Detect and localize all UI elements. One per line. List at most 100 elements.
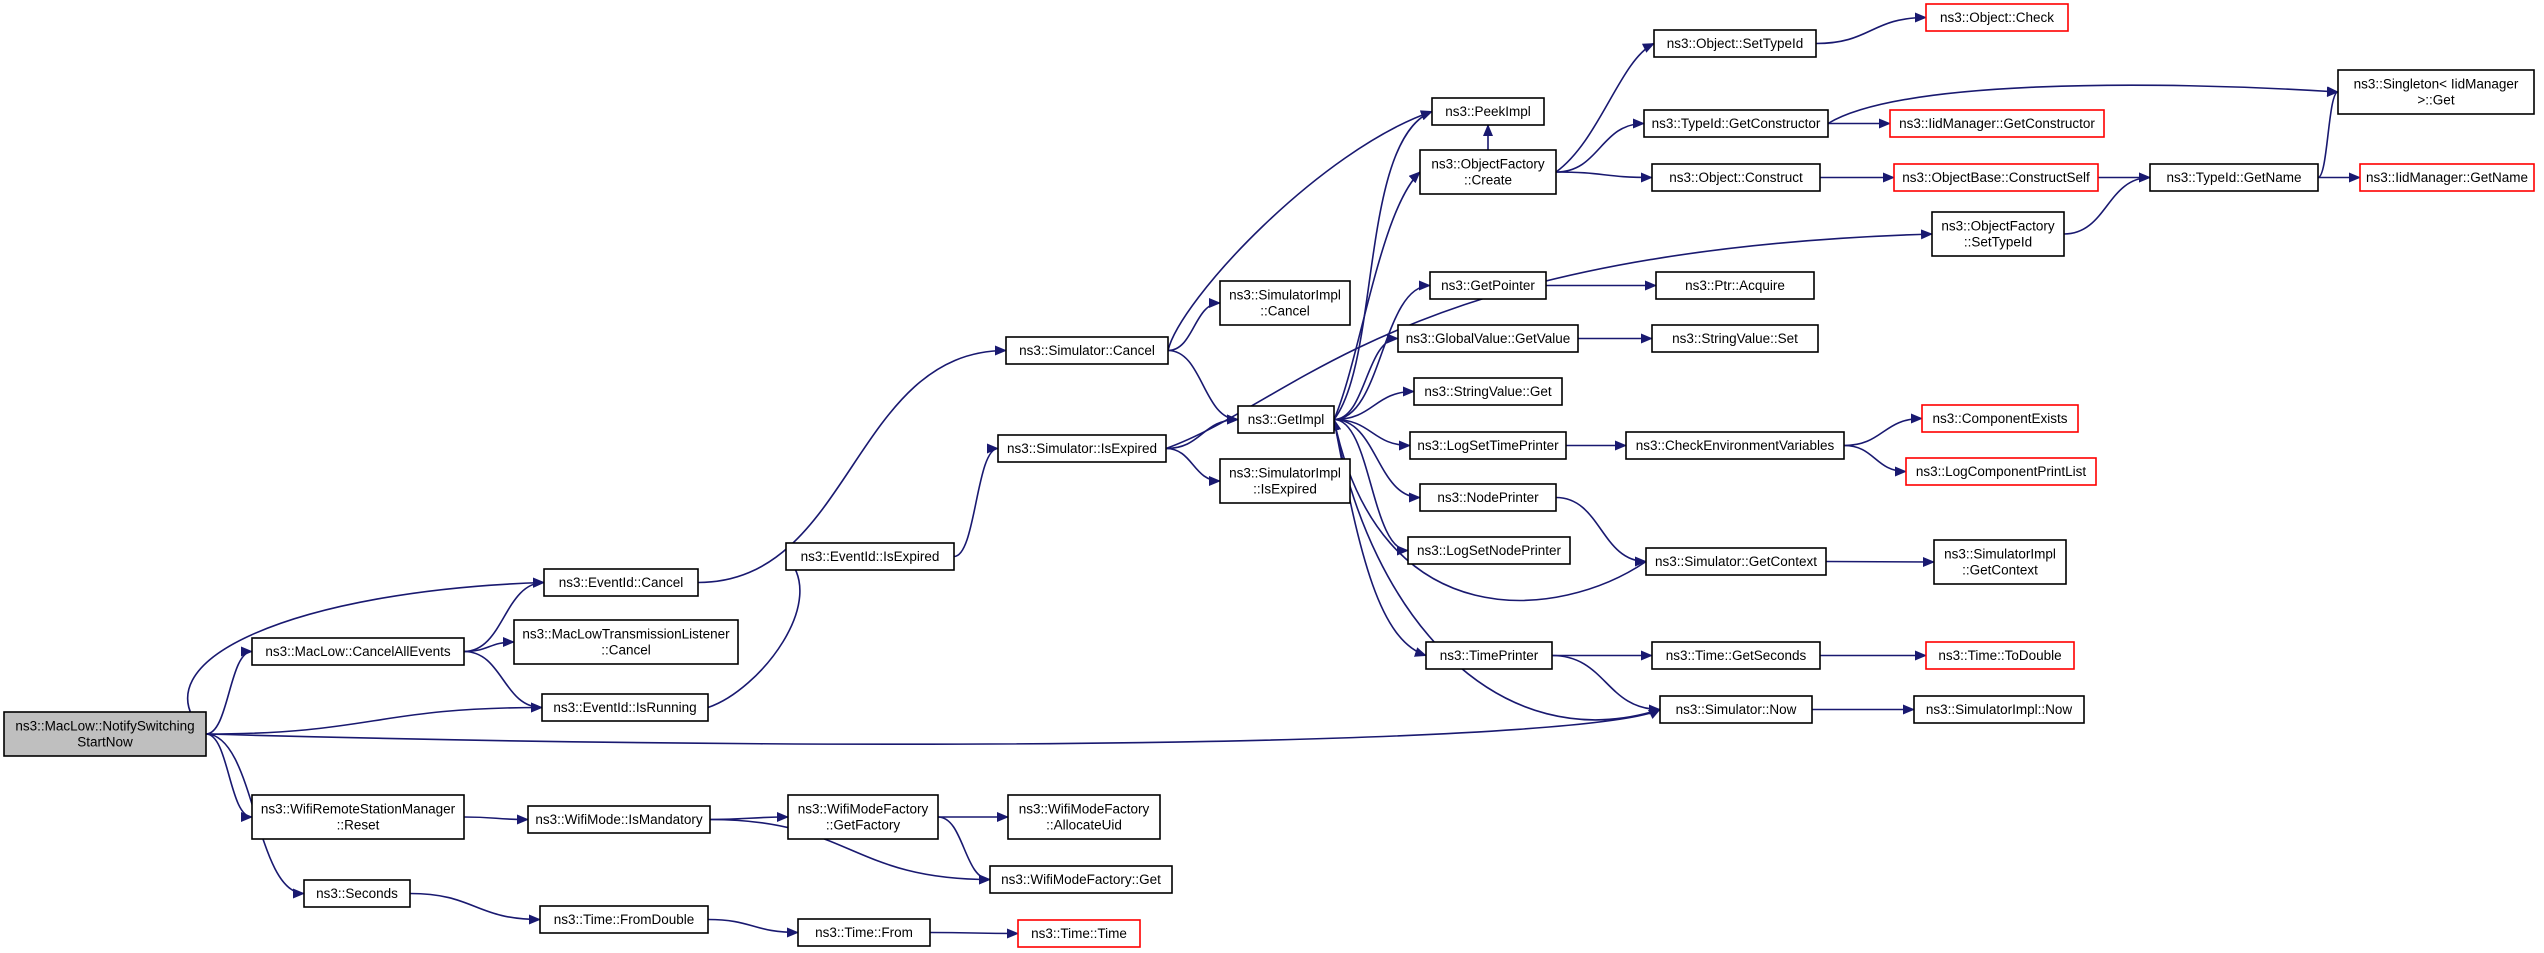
node-box[interactable] [1219, 280, 1351, 326]
node-box[interactable] [1007, 794, 1161, 840]
node-iidGetCtor[interactable]: ns3::IidManager::GetConstructor [1889, 109, 2105, 138]
node-box[interactable] [1651, 324, 1819, 353]
node-box[interactable] [1643, 109, 1829, 138]
node-box[interactable] [1219, 458, 1351, 504]
node-objConstruct[interactable]: ns3::Object::Construct [1651, 163, 1821, 192]
node-box[interactable] [787, 794, 939, 840]
node-objCheck[interactable]: ns3::Object::Check [1925, 3, 2069, 32]
node-box[interactable] [797, 918, 931, 947]
node-box[interactable] [785, 542, 955, 571]
node-box[interactable] [527, 805, 711, 834]
node-box[interactable] [539, 905, 709, 934]
node-timeFrom[interactable]: ns3::Time::From [797, 918, 931, 947]
node-implCancel[interactable]: ns3::SimulatorImpl::Cancel [1219, 280, 1351, 326]
node-box[interactable] [1431, 97, 1545, 126]
node-box[interactable] [1931, 211, 2065, 257]
node-box[interactable] [1419, 149, 1557, 195]
node-box[interactable] [1659, 695, 1813, 724]
node-implNow[interactable]: ns3::SimulatorImpl::Now [1913, 695, 2085, 724]
node-box[interactable] [303, 879, 411, 908]
node-eidCancel[interactable]: ns3::EventId::Cancel [543, 568, 699, 597]
node-listenerCancel[interactable]: ns3::MacLowTransmissionListener::Cancel [513, 619, 739, 665]
node-box[interactable] [251, 637, 465, 666]
node-compExists[interactable]: ns3::ComponentExists [1921, 404, 2079, 433]
node-iidGetName[interactable]: ns3::IidManager::GetName [2359, 163, 2535, 192]
node-box[interactable] [1237, 405, 1335, 434]
node-simGetContext[interactable]: ns3::Simulator::GetContext [1645, 547, 1827, 576]
node-implExpired[interactable]: ns3::SimulatorImpl::IsExpired [1219, 458, 1351, 504]
node-box[interactable] [1651, 163, 1821, 192]
node-implGetContext[interactable]: ns3::SimulatorImpl::GetContext [1933, 539, 2067, 585]
node-box[interactable] [1419, 483, 1557, 512]
node-box[interactable] [1625, 431, 1845, 460]
node-logSetNode[interactable]: ns3::LogSetNodePrinter [1407, 536, 1571, 565]
node-box[interactable] [251, 794, 465, 840]
node-getImpl[interactable]: ns3::GetImpl [1237, 405, 1335, 434]
node-seconds[interactable]: ns3::Seconds [303, 879, 411, 908]
node-box[interactable] [1429, 271, 1547, 300]
node-box[interactable] [3, 711, 207, 757]
node-getPointer[interactable]: ns3::GetPointer [1429, 271, 1547, 300]
node-eidExpired[interactable]: ns3::EventId::IsExpired [785, 542, 955, 571]
node-box[interactable] [1653, 29, 1817, 58]
node-box[interactable] [1913, 695, 2085, 724]
node-ofSetTypeId[interactable]: ns3::ObjectFactory::SetTypeId [1931, 211, 2065, 257]
node-box[interactable] [997, 434, 1167, 463]
node-box[interactable] [989, 865, 1173, 894]
node-tidGetCtor[interactable]: ns3::TypeId::GetConstructor [1643, 109, 1829, 138]
node-box[interactable] [1005, 336, 1169, 365]
node-simNow[interactable]: ns3::Simulator::Now [1659, 695, 1813, 724]
node-box[interactable] [1409, 431, 1567, 460]
node-checkEnv[interactable]: ns3::CheckEnvironmentVariables [1625, 431, 1845, 460]
node-tidGetName[interactable]: ns3::TypeId::GetName [2149, 163, 2319, 192]
node-timePrinter[interactable]: ns3::TimePrinter [1425, 641, 1553, 670]
node-box[interactable] [541, 693, 709, 722]
node-gvGetValue[interactable]: ns3::GlobalValue::GetValue [1397, 324, 1579, 353]
node-simExpired[interactable]: ns3::Simulator::IsExpired [997, 434, 1167, 463]
node-getFactory[interactable]: ns3::WifiModeFactory::GetFactory [787, 794, 939, 840]
node-wmfGet[interactable]: ns3::WifiModeFactory::Get [989, 865, 1173, 894]
node-box[interactable] [1933, 539, 2067, 585]
node-box[interactable] [1017, 919, 1141, 948]
node-cancelAll[interactable]: ns3::MacLow::CancelAllEvents [251, 637, 465, 666]
node-box[interactable] [2359, 163, 2535, 192]
node-peekImpl[interactable]: ns3::PeekImpl [1431, 97, 1545, 126]
node-setTypeId[interactable]: ns3::Object::SetTypeId [1653, 29, 1817, 58]
node-box[interactable] [543, 568, 699, 597]
node-allocUid[interactable]: ns3::WifiModeFactory::AllocateUid [1007, 794, 1161, 840]
node-svSet[interactable]: ns3::StringValue::Set [1651, 324, 1819, 353]
node-nodePrinter[interactable]: ns3::NodePrinter [1419, 483, 1557, 512]
node-box[interactable] [2337, 69, 2535, 115]
node-box[interactable] [1407, 536, 1571, 565]
node-box[interactable] [1413, 377, 1563, 406]
node-logCompList[interactable]: ns3::LogComponentPrintList [1905, 457, 2097, 486]
node-logSetTime[interactable]: ns3::LogSetTimePrinter [1409, 431, 1567, 460]
node-timeToDouble[interactable]: ns3::Time::ToDouble [1925, 641, 2075, 670]
node-box[interactable] [1651, 641, 1821, 670]
node-timeGetSeconds[interactable]: ns3::Time::GetSeconds [1651, 641, 1821, 670]
node-wifiReset[interactable]: ns3::WifiRemoteStationManager::Reset [251, 794, 465, 840]
node-constructSelf[interactable]: ns3::ObjectBase::ConstructSelf [1893, 163, 2099, 192]
node-box[interactable] [1889, 109, 2105, 138]
node-simCancel[interactable]: ns3::Simulator::Cancel [1005, 336, 1169, 365]
node-box[interactable] [1925, 3, 2069, 32]
node-box[interactable] [2149, 163, 2319, 192]
node-singleton[interactable]: ns3::Singleton< IidManager>::Get [2337, 69, 2535, 115]
node-box[interactable] [1905, 457, 2097, 486]
node-svGet[interactable]: ns3::StringValue::Get [1413, 377, 1563, 406]
node-isMandatory[interactable]: ns3::WifiMode::IsMandatory [527, 805, 711, 834]
node-box[interactable] [1655, 271, 1815, 300]
node-eidRunning[interactable]: ns3::EventId::IsRunning [541, 693, 709, 722]
node-box[interactable] [1893, 163, 2099, 192]
node-ofCreate[interactable]: ns3::ObjectFactory::Create [1419, 149, 1557, 195]
node-box[interactable] [1645, 547, 1827, 576]
node-box[interactable] [513, 619, 739, 665]
node-timeTime[interactable]: ns3::Time::Time [1017, 919, 1141, 948]
node-box[interactable] [1397, 324, 1579, 353]
node-box[interactable] [1921, 404, 2079, 433]
node-fromDouble[interactable]: ns3::Time::FromDouble [539, 905, 709, 934]
node-ptrAcquire[interactable]: ns3::Ptr::Acquire [1655, 271, 1815, 300]
node-box[interactable] [1925, 641, 2075, 670]
node-box[interactable] [1425, 641, 1553, 670]
